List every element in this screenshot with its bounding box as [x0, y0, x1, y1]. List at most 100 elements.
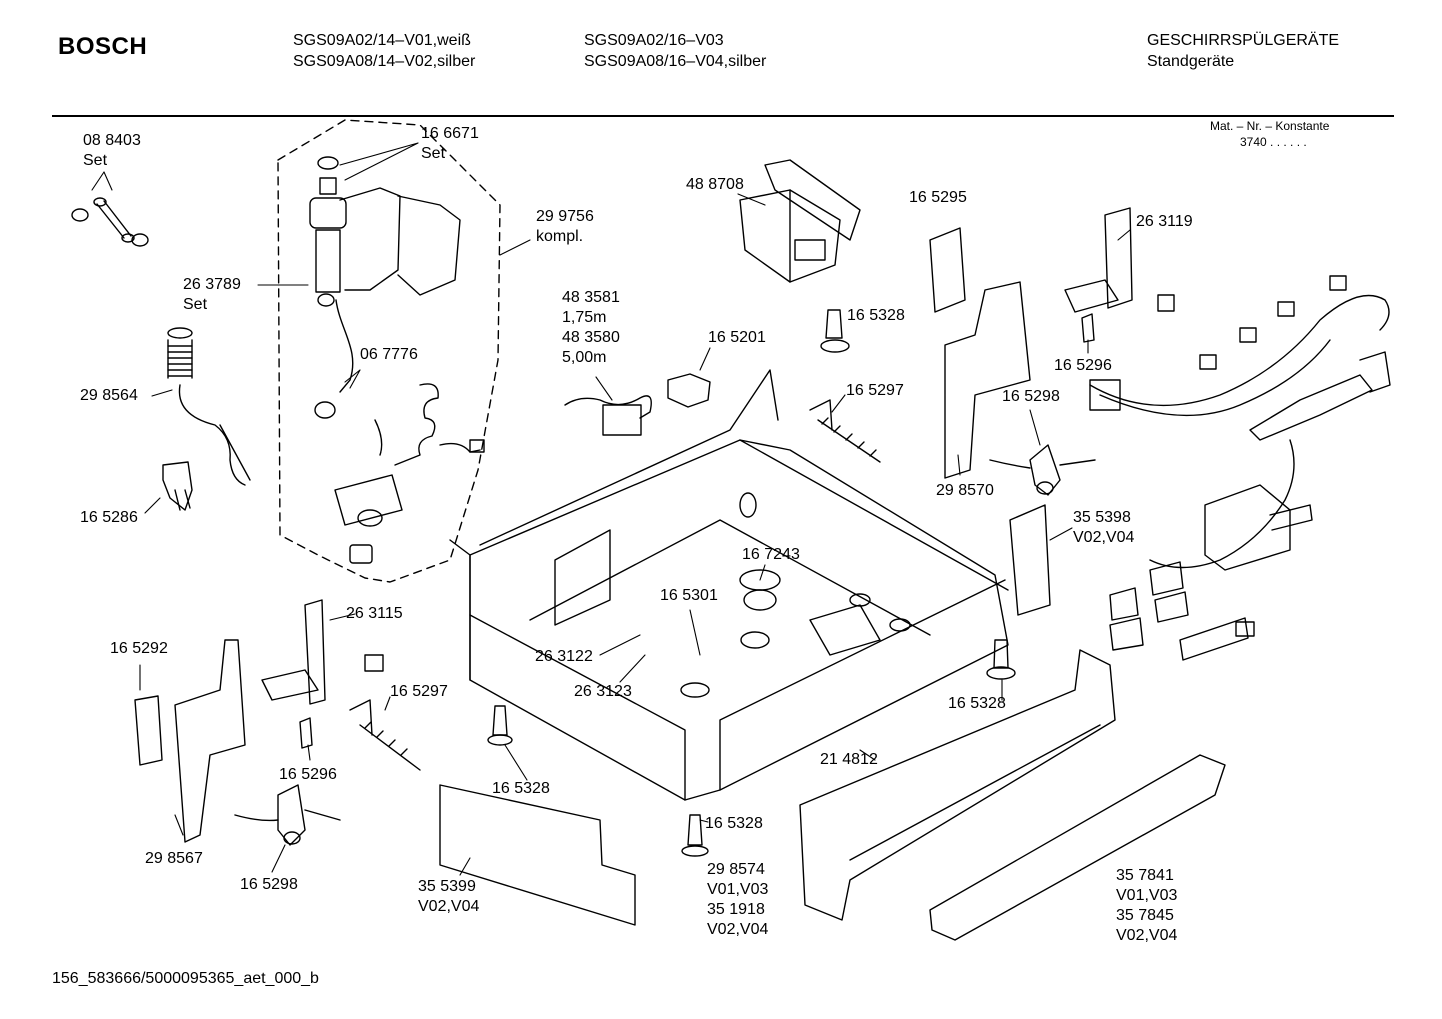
- mat-constant-label: Mat. – Nr. – Konstante: [1210, 119, 1330, 133]
- part-355398: 35 5398 V02,V04: [1073, 508, 1134, 548]
- part-note: V01,V03: [1116, 887, 1178, 904]
- screw-lower-1: [487, 705, 513, 746]
- part-number: 48 3580: [562, 329, 620, 346]
- part-298567: 29 8567: [145, 850, 203, 867]
- kick-panel: [799, 649, 1116, 921]
- header-rule: [52, 115, 1394, 117]
- model-line: SGS09A08/16–V04,silber: [584, 53, 767, 70]
- control-module: [739, 159, 861, 283]
- category-line: Standgeräte: [1147, 53, 1235, 70]
- part-165328-b: 16 5328: [492, 780, 550, 797]
- part-note: V02,V04: [1073, 529, 1135, 546]
- mat-constant-value: 3740 . . . . . .: [1240, 135, 1307, 149]
- part-note: Set: [421, 145, 446, 162]
- bracket-263119: [1064, 207, 1175, 343]
- side-panel-right: [1009, 504, 1051, 616]
- part-263789: 26 3789 Set: [183, 275, 241, 315]
- part-299756: 29 9756 kompl.: [536, 207, 594, 247]
- inlet-valve: [309, 156, 461, 419]
- part-165286: 16 5286: [80, 509, 138, 526]
- clip-165286: [162, 461, 193, 511]
- part-note: 1,75m: [562, 309, 607, 326]
- base-frame: [449, 369, 1009, 801]
- part-number: 08 8403: [83, 132, 141, 149]
- part-298570: 29 8570: [936, 482, 994, 499]
- part-357841: 35 7841 V01,V03 35 7845 V02,V04: [1116, 866, 1177, 946]
- bracket-263115: [261, 599, 384, 749]
- model-line: SGS09A02/14–V01,weiß: [293, 32, 471, 49]
- part-067776: 06 7776: [360, 346, 418, 363]
- part-165328-a: 16 5328: [847, 307, 905, 324]
- side-panel-front: [439, 784, 636, 926]
- model-list-2: SGS09A02/16–V03 SGS09A08/16–V04,silber: [584, 30, 766, 72]
- kit-boundary: [277, 119, 501, 583]
- model-line: SGS09A02/16–V03: [584, 32, 724, 49]
- part-165201: 16 5201: [708, 329, 766, 346]
- part-088403: 08 8403 Set: [83, 131, 141, 171]
- part-263122: 26 3122: [535, 648, 593, 665]
- part-165301: 16 5301: [660, 587, 718, 604]
- part-298564: 29 8564: [80, 387, 138, 404]
- brand-logo: BOSCH: [58, 33, 148, 60]
- model-list-1: SGS09A02/14–V01,weiß SGS09A08/14–V02,sil…: [293, 30, 475, 72]
- part-number: 29 9756: [536, 208, 594, 225]
- part-263119: 26 3119: [1136, 213, 1193, 230]
- spring-right: [809, 399, 881, 463]
- leader-lines: [91, 142, 1131, 876]
- part-note: kompl.: [536, 228, 584, 245]
- part-number: 29 8574: [707, 861, 765, 878]
- part-number: 16 6671: [421, 125, 479, 142]
- part-number: 35 5398: [1073, 509, 1131, 526]
- part-note: V02,V04: [1116, 927, 1178, 944]
- part-263123: 26 3123: [574, 683, 632, 700]
- part-note: V01,V03: [707, 881, 769, 898]
- part-165297-b: 16 5297: [390, 683, 448, 700]
- screw-lower-2: [681, 814, 709, 857]
- part-note: Set: [183, 296, 208, 313]
- part-number: 35 7841: [1116, 867, 1174, 884]
- screw-top: [820, 309, 850, 353]
- part-483581: 48 3581 1,75m 48 3580 5,00m: [562, 288, 620, 368]
- part-number: 35 5399: [418, 878, 476, 895]
- part-165328-d: 16 5328: [705, 815, 763, 832]
- part-165328-c: 16 5328: [948, 695, 1006, 712]
- bracket-298570: [929, 227, 1031, 479]
- sensor-left: [234, 784, 341, 846]
- category-line: GESCHIRRSPÜLGERÄTE: [1147, 32, 1340, 49]
- wiring-harness: [1089, 275, 1391, 661]
- bracket-298567: [134, 639, 246, 843]
- part-298574: 29 8574 V01,V03 35 1918 V02,V04: [707, 860, 768, 940]
- part-number: 35 1918: [707, 901, 765, 918]
- part-488708: 48 8708: [686, 176, 744, 193]
- part-note: V02,V04: [707, 921, 769, 938]
- part-165298-a: 16 5298: [1002, 388, 1060, 405]
- part-263115: 26 3115: [346, 605, 403, 622]
- category-title: GESCHIRRSPÜLGERÄTE Standgeräte: [1147, 30, 1339, 72]
- valve-bracket: [334, 474, 403, 564]
- document-id: 156_583666/5000095365_aet_000_b: [52, 970, 319, 987]
- spring-left: [349, 699, 421, 771]
- power-cable: [564, 395, 652, 436]
- part-165296-b: 16 5296: [279, 766, 337, 783]
- part-167243: 16 7243: [742, 546, 800, 563]
- part-165297-a: 16 5297: [846, 382, 904, 399]
- part-note: 5,00m: [562, 349, 607, 366]
- screw-right: [986, 639, 1016, 680]
- part-166671: 16 6671 Set: [421, 124, 479, 164]
- part-355399: 35 5399 V02,V04: [418, 877, 479, 917]
- part-165298-b: 16 5298: [240, 876, 298, 893]
- part-214812: 21 4812: [820, 751, 878, 768]
- kick-trim: [929, 754, 1226, 941]
- part-number: 48 3581: [562, 289, 620, 306]
- part-number: 35 7845: [1116, 907, 1174, 924]
- hose-clamp-set: [71, 197, 149, 247]
- part-note: V02,V04: [418, 898, 480, 915]
- spiral-hose: [374, 383, 485, 466]
- part-note: Set: [83, 152, 108, 169]
- connector-165201: [667, 373, 711, 408]
- part-number: 26 3789: [183, 276, 241, 293]
- part-165292: 16 5292: [110, 640, 168, 657]
- model-line: SGS09A08/14–V02,silber: [293, 53, 476, 70]
- drain-hose-left: [167, 327, 251, 486]
